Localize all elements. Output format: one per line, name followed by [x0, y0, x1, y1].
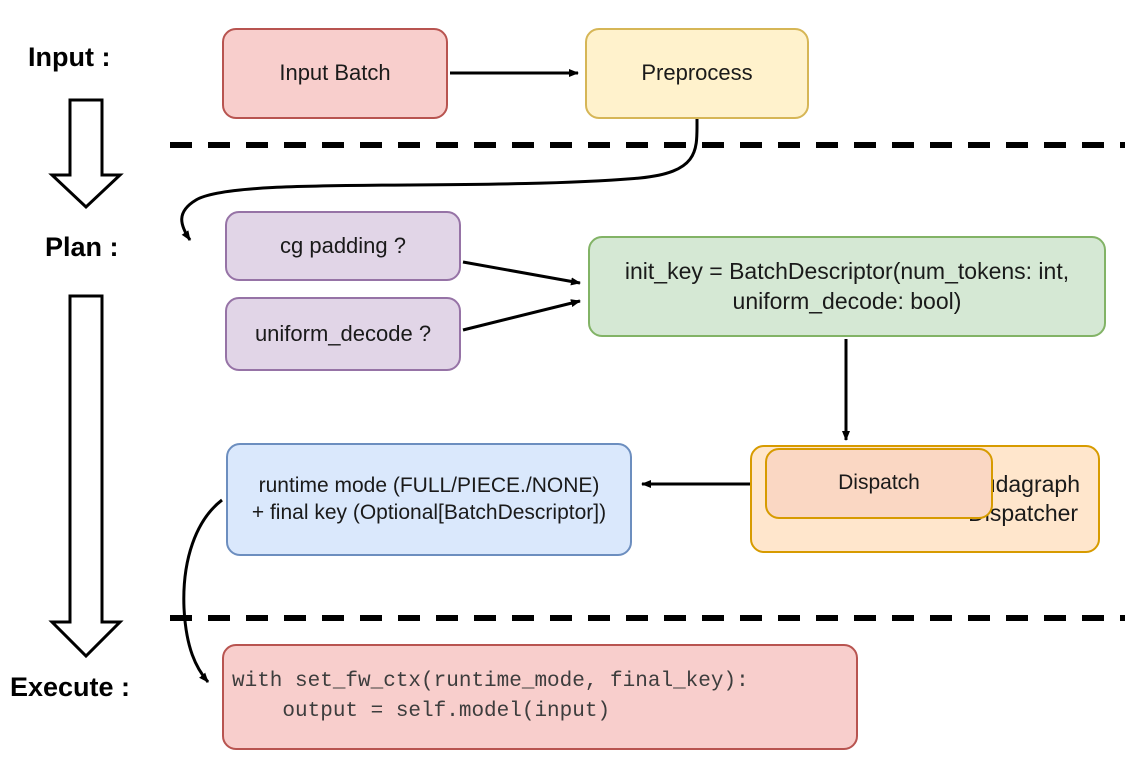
- node-dispatch[interactable]: Dispatch: [765, 448, 993, 519]
- node-cg-padding-label: cg padding ?: [280, 232, 406, 258]
- plan-to-execute-block-arrow: [48, 294, 124, 659]
- node-input-batch-label: Input Batch: [279, 60, 391, 86]
- node-init-key[interactable]: init_key = BatchDescriptor(num_tokens: i…: [588, 236, 1106, 337]
- node-dispatch-label: Dispatch: [838, 471, 920, 495]
- stage-label-execute: Execute :: [10, 672, 131, 702]
- stage-label-input: Input :: [28, 42, 111, 72]
- node-init-key-line2: uniform_decode: bool): [732, 287, 962, 314]
- node-runtime-mode-line1: runtime mode (FULL/PIECE./NONE): [258, 473, 600, 497]
- node-runtime-mode-line2: + final key (Optional[BatchDescriptor]): [251, 500, 607, 524]
- node-execute-code-line2: output = self.model(input): [232, 700, 611, 723]
- stage-label-plan: Plan :: [45, 232, 119, 262]
- node-execute-code-text: with set_fw_ctx(runtime_mode, final_key)…: [232, 667, 749, 728]
- node-uniform-decode-label: uniform_decode ?: [254, 320, 432, 346]
- node-execute-code-line1: with set_fw_ctx(runtime_mode, final_key)…: [232, 669, 749, 693]
- node-preprocess[interactable]: Preprocess: [585, 28, 809, 119]
- input-to-plan-block-arrow: [48, 98, 124, 210]
- node-cg-padding[interactable]: cg padding ?: [225, 211, 461, 281]
- edge-preprocess-to-cg-padding: [180, 118, 699, 241]
- node-uniform-decode[interactable]: uniform_decode ?: [225, 297, 461, 371]
- node-input-batch[interactable]: Input Batch: [222, 28, 448, 119]
- edge-runtime-mode-to-execute-code: [182, 498, 223, 683]
- node-execute-code[interactable]: with set_fw_ctx(runtime_mode, final_key)…: [222, 644, 858, 750]
- node-runtime-mode-text: runtime mode (FULL/PIECE./NONE) + final …: [252, 473, 606, 527]
- node-runtime-mode[interactable]: runtime mode (FULL/PIECE./NONE) + final …: [226, 443, 632, 556]
- node-preprocess-label: Preprocess: [641, 60, 753, 86]
- edge-cg-padding-to-init-key: [462, 260, 581, 286]
- node-init-key-line1: init_key = BatchDescriptor(num_tokens: i…: [624, 258, 1070, 285]
- edge-uniform-decode-to-init-key: [462, 299, 581, 332]
- node-init-key-text: init_key = BatchDescriptor(num_tokens: i…: [625, 257, 1069, 316]
